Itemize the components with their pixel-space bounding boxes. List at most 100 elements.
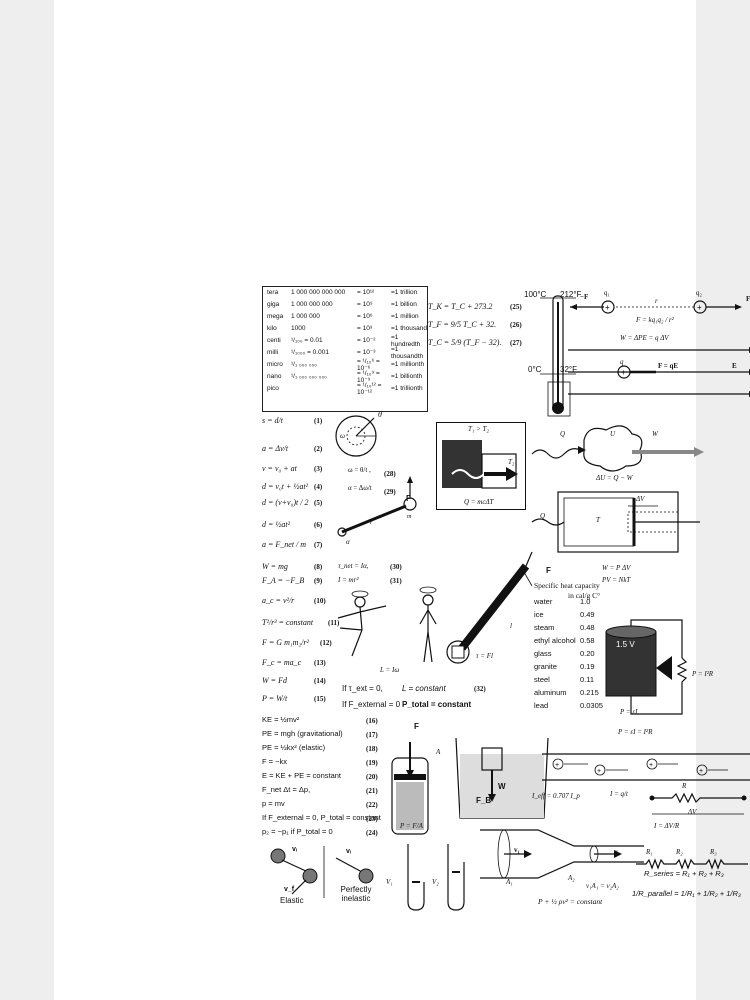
mechanics-eq-4: d = v₀t + ½at² bbox=[262, 482, 308, 491]
label-v1: V₁ bbox=[386, 878, 393, 886]
label-mass: m bbox=[407, 514, 412, 520]
label-resistance: R bbox=[682, 782, 687, 790]
mechanics-eq-10: a_c = v²/r bbox=[262, 596, 295, 605]
prefix-name: mega bbox=[267, 313, 284, 321]
material-name: aluminum bbox=[534, 688, 567, 697]
mechanics-eq-number-1: (1) bbox=[314, 417, 323, 425]
energy-eq-18: PE = ½kx² (elastic) bbox=[262, 743, 326, 752]
material-value: 0.49 bbox=[580, 610, 595, 619]
prefix-name: micro bbox=[267, 361, 283, 369]
power-full: P = εI = I²R bbox=[618, 728, 653, 736]
eq-28-number: (28) bbox=[384, 470, 396, 478]
prefix-word: =1 hundredth bbox=[391, 333, 421, 348]
material-name: ice bbox=[534, 610, 544, 619]
label-r1: R₁ bbox=[646, 848, 653, 856]
prefix-power: = 10⁹ bbox=[357, 301, 373, 309]
mechanics-eq-12: F = G m₁m₂/r² bbox=[262, 638, 309, 647]
label-force: F bbox=[406, 494, 411, 503]
heat-transfer-box bbox=[436, 422, 526, 510]
ohms-law: I = ΔV/R bbox=[654, 822, 680, 830]
resistor-diagram bbox=[649, 792, 747, 815]
prefix-value: 1 000 000 000 bbox=[291, 301, 333, 309]
prefix-power: = 10⁻³ bbox=[357, 349, 376, 357]
energy-eq-number-21: (21) bbox=[366, 787, 378, 795]
energy-eq-23: If F_external = 0, P_total = constant bbox=[262, 813, 381, 822]
wrench-l: l bbox=[510, 622, 512, 630]
label-r: r bbox=[655, 297, 658, 305]
material-value: 0.20 bbox=[580, 649, 595, 658]
heat-equation: Q = mcΔT bbox=[464, 498, 494, 506]
prefix-power: = ¹/₁₀⁹ = 10⁻⁹ bbox=[357, 369, 380, 384]
eq-30-number: (30) bbox=[390, 563, 402, 571]
material-value: 0.48 bbox=[580, 623, 595, 632]
label-a1: A₁ bbox=[506, 878, 513, 886]
mechanics-eq-2: a = Δv/t bbox=[262, 444, 289, 453]
mechanics-eq-number-3: (3) bbox=[314, 465, 323, 473]
power-ei: P = εI bbox=[620, 708, 638, 716]
label-radius: r bbox=[370, 518, 373, 526]
mechanics-eq-number-5: (5) bbox=[314, 499, 323, 507]
material-name: steam bbox=[534, 623, 555, 632]
angular-momentum: L = Iω bbox=[380, 666, 400, 674]
mechanics-eq-number-11: (11) bbox=[328, 619, 340, 627]
label-minus-f: −F bbox=[580, 293, 589, 301]
skaters-illustration bbox=[337, 586, 437, 663]
piston-area: A bbox=[436, 748, 441, 756]
prefix-word: =1 thousandth bbox=[391, 345, 424, 360]
label-q-piston: Q bbox=[540, 512, 546, 520]
prefix-name: milli bbox=[267, 349, 279, 357]
prefix-value: ¹/₁ ₀₀₀ ₀₀₀ bbox=[291, 361, 317, 369]
mechanics-eq-number-9: (9) bbox=[314, 577, 323, 585]
label-q-heat: Q bbox=[560, 430, 566, 438]
prefix-word: =1 millionth bbox=[391, 361, 425, 369]
work-potential: W = ΔPE = q ΔV bbox=[620, 334, 669, 342]
mechanics-eq-14: W = Fd bbox=[262, 676, 287, 685]
p-total-constant: P_total = constant bbox=[402, 700, 472, 709]
label-r2: R₂ bbox=[676, 848, 683, 856]
specific-heat-row: steam 0.48 bbox=[534, 623, 684, 637]
prefix-word: =1 billionth bbox=[391, 373, 423, 381]
weight-label: W bbox=[498, 782, 506, 791]
mechanics-eq-number-15: (15) bbox=[314, 695, 326, 703]
mechanics-eq-3: v = v₀ + at bbox=[262, 464, 297, 473]
l-constant: L = constant bbox=[402, 684, 446, 693]
mechanics-eq-1: s = d/t bbox=[262, 416, 283, 425]
wrench-diagram bbox=[446, 551, 533, 664]
material-value: 0.19 bbox=[580, 662, 595, 671]
buoyancy-beaker bbox=[455, 737, 549, 819]
power-i2r: P = I²R bbox=[692, 670, 714, 678]
label-vel2: v₂ bbox=[614, 848, 620, 856]
mechanics-eq-5: d = (v+v₀)t / 2 bbox=[262, 498, 309, 507]
prefix-value: ¹/₁₀₀ = 0.01 bbox=[291, 337, 323, 345]
u-tube-diagram bbox=[407, 844, 465, 911]
svg-text:+: + bbox=[699, 768, 703, 775]
energy-eq-number-17: (17) bbox=[366, 731, 378, 739]
label-f-right: F bbox=[746, 295, 750, 303]
prefix-power: = 10¹² bbox=[357, 289, 375, 297]
i-q-over-t: I = q/t bbox=[610, 790, 628, 798]
specific-heat-unit: in cal/g C° bbox=[568, 591, 601, 600]
prefix-power: = 10³ bbox=[357, 325, 372, 333]
battery-voltage: 1.5 V bbox=[616, 640, 635, 649]
mechanics-eq-11: T²/r³ = constant bbox=[262, 618, 314, 627]
label-fqe: F = qE bbox=[658, 362, 679, 370]
heat-conduction-diagram bbox=[442, 440, 518, 489]
parallel-resistance: 1/R_parallel = 1/R₁ + 1/R₂ + 1/R₃ bbox=[632, 889, 741, 898]
piston-force: F bbox=[414, 722, 419, 731]
prefix-name: giga bbox=[267, 301, 280, 309]
mechanics-eq-number-13: (13) bbox=[314, 659, 326, 667]
energy-eq-21: F_net Δt = Δp, bbox=[262, 785, 311, 794]
wrench-force: F bbox=[546, 566, 551, 575]
mechanics-eq-13: F_c = ma_c bbox=[262, 658, 302, 667]
f-ext-condition: If F_external = 0 bbox=[342, 700, 401, 709]
inelastic-label: Perfectly inelastic bbox=[340, 885, 372, 903]
svg-text:+: + bbox=[605, 303, 610, 312]
eq-29: α = Δω/t bbox=[348, 484, 372, 492]
